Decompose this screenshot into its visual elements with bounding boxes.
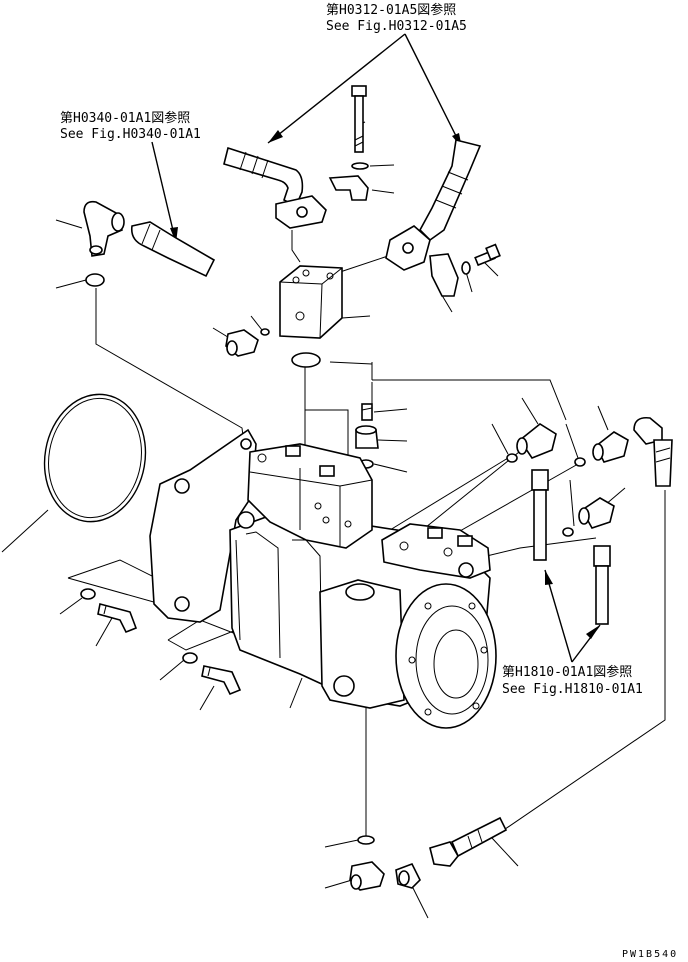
manifold-block: [279, 265, 343, 339]
bolt-washer-left-upper: [80, 588, 138, 634]
reference-label-right: 第H1810-01A1図参照 See Fig.H1810-01A1: [502, 664, 643, 697]
connector-fittings-right: [506, 416, 673, 537]
reference-arrows: [151, 33, 601, 663]
reference-top-jp: 第H0312-01A5図参照: [326, 2, 456, 18]
o-ring-manifold: [291, 352, 321, 368]
reference-left-jp: 第H0340-01A1図参照: [60, 110, 190, 126]
elbow-fitting-left: [83, 200, 125, 257]
pipe-top-right: [385, 139, 482, 271]
hoses-right: [531, 469, 611, 625]
main-pump-body: [149, 428, 497, 729]
large-o-ring: [43, 393, 147, 523]
reference-right-jp: 第H1810-01A1図参照: [502, 664, 632, 680]
clamp-right: [429, 243, 501, 297]
o-ring-manifold-small: [260, 328, 270, 336]
reference-top-en: See Fig.H0312-01A5: [326, 19, 467, 34]
drawing-code: PW1B540: [622, 949, 678, 960]
hose-fitting-left: [130, 221, 216, 278]
reference-right-en: See Fig.H1810-01A1: [502, 682, 643, 697]
o-ring-left: [85, 273, 105, 287]
clamp-bolt-top: [328, 85, 369, 201]
pipe-top-left: [223, 146, 327, 229]
reference-label-top: 第H0312-01A5図参照 See Fig.H0312-01A5: [326, 2, 467, 34]
reference-left-en: See Fig.H0340-01A1: [60, 127, 201, 142]
bolt-washer-left-lower: [182, 652, 242, 696]
reference-label-left: 第H0340-01A1図参照 See Fig.H0340-01A1: [60, 110, 201, 142]
elbow-fitting-manifold: [225, 329, 259, 357]
bottom-fittings: [349, 816, 508, 891]
